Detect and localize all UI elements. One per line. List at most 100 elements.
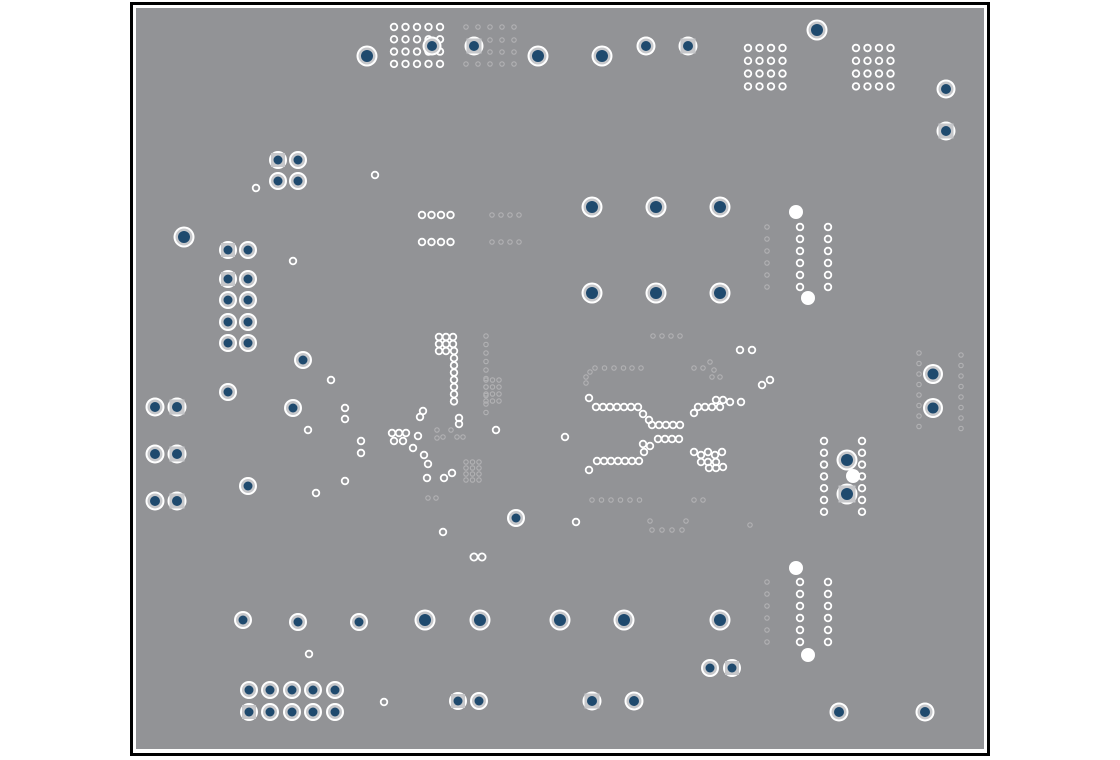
round-pad-hole	[507, 509, 525, 527]
via-clearance	[851, 43, 861, 53]
via-clearance	[638, 439, 648, 449]
via-clearance	[795, 270, 805, 280]
drill-hole	[419, 614, 431, 626]
via-clearance	[389, 22, 399, 32]
via-clearance	[633, 402, 643, 412]
round-pad-hole	[240, 681, 258, 699]
via-clearance	[401, 59, 410, 69]
via-clearance	[755, 43, 764, 53]
via-clearance	[795, 258, 805, 268]
faint-via	[463, 477, 469, 483]
via-clearance	[857, 436, 867, 446]
via-clearance	[571, 517, 581, 527]
drill-hole	[834, 707, 844, 717]
round-pad-hole	[591, 45, 613, 67]
faint-via	[617, 497, 624, 503]
faint-via	[476, 477, 482, 483]
via-clearance	[427, 210, 436, 220]
round-pad-hole	[645, 196, 667, 218]
drill-hole	[841, 488, 853, 500]
via-clearance	[379, 697, 389, 707]
faint-via	[958, 404, 964, 411]
drill-hole	[223, 338, 233, 348]
via-clearance	[438, 527, 448, 537]
faint-via	[483, 350, 489, 356]
via-clearance	[819, 507, 829, 516]
via-clearance	[689, 408, 699, 418]
drill-hole	[243, 481, 253, 491]
round-pad-hole	[422, 36, 442, 56]
round-pad-hole	[289, 172, 307, 190]
round-pad-hole	[836, 449, 858, 471]
faint-via	[516, 212, 522, 218]
drill-hole	[293, 617, 303, 627]
drill-hole	[265, 707, 275, 717]
drill-hole	[293, 176, 303, 186]
faint-via	[489, 391, 496, 397]
via-clearance	[851, 56, 861, 65]
drill-hole	[361, 50, 373, 62]
via-clearance	[435, 59, 445, 69]
via-clearance	[823, 613, 833, 623]
faint-via	[516, 239, 522, 245]
via-clearance	[823, 282, 833, 292]
faint-via	[707, 359, 713, 365]
drill-hole	[223, 317, 233, 327]
faint-via	[463, 471, 469, 477]
drill-hole	[178, 231, 190, 243]
faint-via	[638, 365, 644, 371]
square-pad-hole	[219, 270, 237, 288]
faint-via	[496, 384, 502, 390]
via-clearance	[715, 402, 725, 412]
via-clearance	[819, 436, 829, 446]
via-clearance	[340, 476, 350, 486]
round-pad-hole	[239, 270, 257, 288]
faint-via	[487, 61, 493, 67]
faint-via	[489, 398, 496, 404]
round-pad-hole	[145, 491, 165, 511]
via-clearance	[412, 22, 422, 32]
round-pad-hole	[283, 703, 301, 721]
faint-via	[499, 49, 505, 55]
drill-hole	[629, 696, 639, 706]
faint-via	[463, 459, 469, 465]
via-clearance	[823, 577, 833, 587]
round-pad-hole	[289, 151, 307, 169]
round-pad-hole	[326, 703, 344, 721]
faint-via	[496, 391, 502, 397]
drill-hole	[330, 707, 340, 717]
via-clearance	[795, 589, 805, 599]
round-pad-hole	[239, 334, 257, 352]
faint-via	[916, 360, 922, 367]
faint-via	[589, 497, 595, 503]
via-clearance	[857, 460, 867, 469]
faint-via	[440, 434, 446, 440]
faint-via	[601, 365, 608, 371]
square-pad-hole	[167, 397, 187, 417]
faint-via	[958, 362, 964, 369]
via-clearance	[819, 448, 829, 457]
drill-hole	[243, 338, 253, 348]
via-clearance	[401, 47, 410, 56]
via-clearance	[766, 56, 776, 65]
drill-hole	[941, 84, 951, 94]
faint-via	[487, 24, 493, 30]
drill-hole	[223, 387, 233, 397]
via-clearance	[436, 237, 446, 247]
faint-via	[650, 333, 656, 339]
faint-via	[764, 248, 770, 254]
drill-hole	[273, 155, 283, 165]
faint-via	[487, 49, 493, 55]
via-clearance	[863, 56, 872, 65]
via-clearance	[356, 448, 366, 458]
faint-via	[747, 522, 753, 528]
drill-hole	[223, 245, 233, 255]
via-clearance	[401, 428, 411, 438]
faint-via	[764, 579, 770, 585]
via-clearance	[851, 82, 861, 91]
faint-via	[700, 497, 706, 503]
round-pad-hole	[414, 609, 436, 631]
round-pad-hole	[581, 282, 603, 304]
via-clearance	[398, 436, 408, 446]
